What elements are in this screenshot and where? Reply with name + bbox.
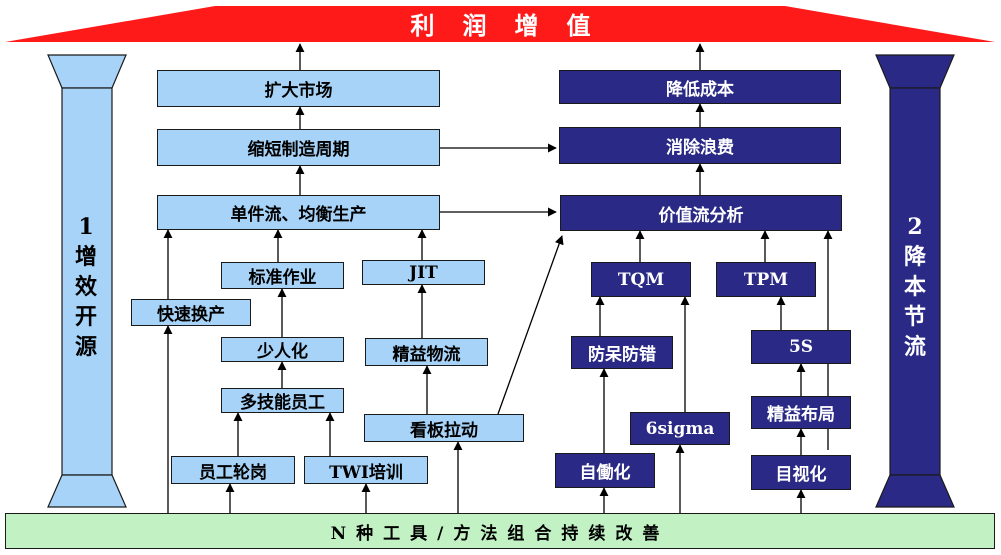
right-pillar-label: 2 降 本 节 流 — [895, 212, 935, 362]
right-pillar-line: 降 — [903, 244, 926, 270]
box-5s: 5S — [751, 330, 851, 364]
box-shorten-cycle: 缩短制造周期 — [157, 129, 440, 166]
box-kanban: 看板拉动 — [364, 414, 524, 442]
box-jidoka: 自働化 — [555, 453, 655, 488]
left-pillar-line: 开 — [74, 304, 97, 330]
box-reduce-cost: 降低成本 — [559, 70, 841, 104]
right-pillar-line: 流 — [903, 334, 926, 360]
left-pillar-label: 1 增 效 开 源 — [66, 212, 106, 362]
roof-title: 利润增值 — [410, 10, 619, 40]
box-standard-work: 标准作业 — [221, 262, 344, 289]
box-twi-training: TWI培训 — [304, 456, 428, 484]
box-multi-skill: 多技能员工 — [221, 388, 344, 413]
right-pillar-line: 本 — [903, 274, 926, 300]
box-lean-layout: 精益布局 — [751, 396, 851, 429]
left-pillar-line: 源 — [74, 334, 97, 360]
right-pillar-line: 2 — [907, 214, 923, 240]
left-pillar-line: 增 — [74, 244, 97, 270]
left-pillar-line: 1 — [78, 214, 94, 240]
box-job-rotation: 员工轮岗 — [171, 456, 295, 484]
box-value-stream: 价值流分析 — [560, 195, 842, 231]
box-single-piece-flow: 单件流、均衡生产 — [157, 195, 440, 230]
box-tpm: TPM — [716, 262, 816, 297]
foundation-bar: N种工具/方法组合持续改善 — [5, 513, 995, 549]
left-pillar-line: 效 — [74, 274, 97, 300]
box-eliminate-waste: 消除浪费 — [559, 127, 841, 164]
box-visual-mgmt: 目视化 — [751, 455, 851, 490]
box-quick-changeover: 快速换产 — [131, 299, 251, 326]
box-expand-market: 扩大市场 — [157, 70, 440, 107]
box-fewer-people: 少人化 — [221, 337, 344, 362]
right-pillar-line: 节 — [903, 304, 926, 330]
box-6sigma: 6sigma — [630, 412, 730, 445]
box-error-proofing: 防呆防错 — [571, 336, 673, 369]
box-jit: JIT — [362, 260, 485, 285]
box-lean-logistics: 精益物流 — [365, 338, 488, 366]
box-tqm: TQM — [591, 262, 691, 297]
